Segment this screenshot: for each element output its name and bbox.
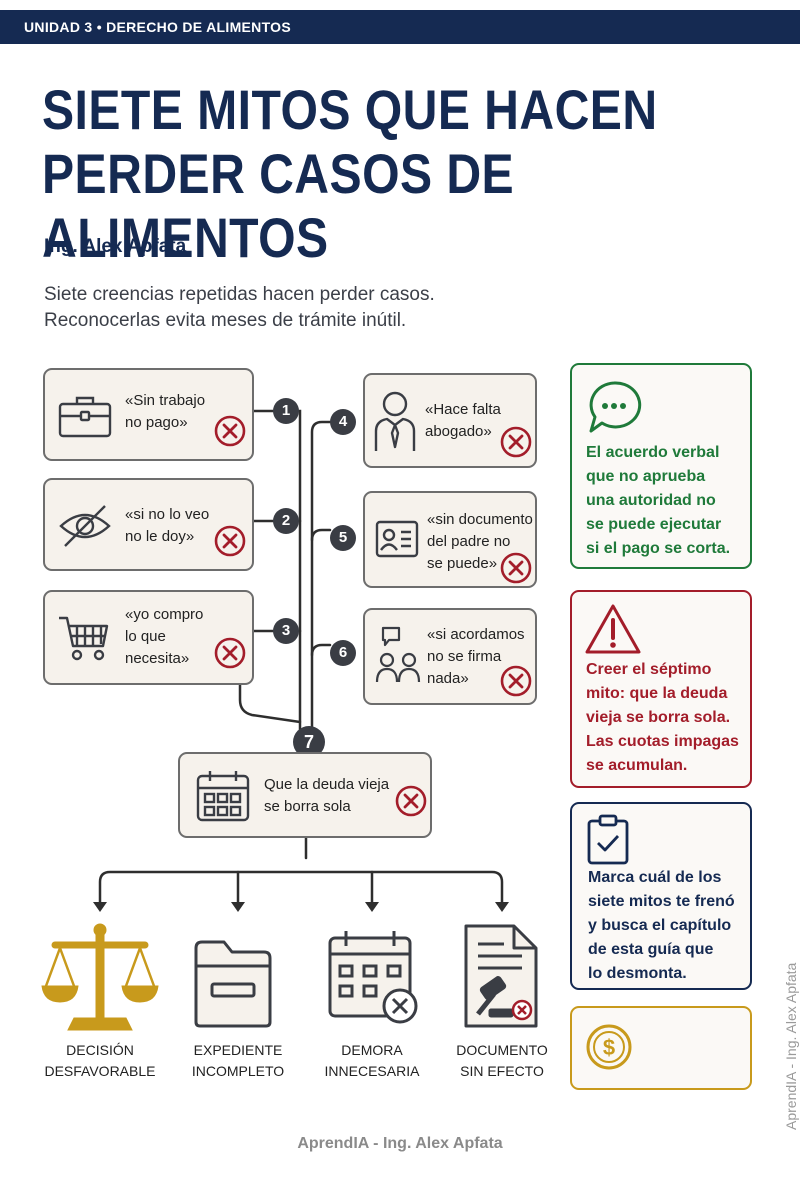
scales-icon: [41, 923, 159, 1031]
myth-text: Que la deuda vieja se borra sola: [264, 776, 390, 815]
myth-text: «yo compro lo que necesita»: [125, 606, 204, 667]
outcome-label: EXPEDIENTE INCOMPLETO: [191, 1042, 285, 1079]
id-card-icon: [375, 520, 419, 558]
myth-text: «si acordamos no se firma nada»: [427, 626, 525, 687]
calendar-x-icon: [328, 931, 418, 1024]
x-circle-icon: [214, 415, 246, 447]
vertical-watermark-credit: AprendIA - Ing. Alex Apfata: [783, 962, 799, 1130]
side-note-text: Marca cuál de los siete mitos te frenó y…: [588, 869, 735, 982]
eye-off-icon: [59, 505, 111, 547]
side-note-seventh-myth: Creer el séptimo mito: que la deuda viej…: [570, 590, 752, 788]
outcome-label: DECISIÓN DESFAVORABLE: [44, 1042, 156, 1079]
clipboard-check-icon: [587, 814, 629, 865]
intro-line-2: Reconocerlas evita meses de trámite inút…: [44, 310, 407, 331]
shopping-cart-icon: [59, 616, 109, 661]
side-note-text: El acuerdo verbal que no aprueba una aut…: [586, 444, 731, 557]
folder-icon: [194, 940, 272, 1028]
title-line-2: PERDER CASOS DE ALIMENTOS: [42, 142, 515, 269]
outcome-label: DEMORA INNECESARIA: [324, 1042, 420, 1079]
outcome-label: DOCUMENTO SIN EFECTO: [456, 1042, 548, 1079]
myth-card-3: «yo compro lo que necesita»: [43, 590, 254, 685]
side-note-call-to-action: Marca cuál de los siete mitos te frenó y…: [570, 802, 752, 990]
myth-text: «Hace falta abogado»: [425, 401, 501, 440]
dollar-coin-icon: $: [586, 1024, 632, 1070]
intro-line-1: Siete creencias repetidas hacen perder c…: [44, 284, 435, 305]
title-line-1: SIETE MITOS QUE HACEN: [42, 78, 658, 141]
x-circle-icon: [500, 552, 532, 584]
document-gavel-icon: [464, 924, 538, 1028]
people-chat-icon: [375, 626, 421, 683]
x-circle-icon: [500, 665, 532, 697]
x-circle-icon: [214, 525, 246, 557]
myth-card-7: Que la deuda vieja se borra sola: [178, 752, 432, 838]
myth-card-1: «Sin trabajo no pago»: [43, 368, 254, 461]
unit-label: UNIDAD 3 • DERECHO DE ALIMENTOS: [24, 19, 292, 35]
myth-text: «Sin trabajo no pago»: [125, 392, 206, 431]
myth-number-2: 2: [273, 508, 299, 534]
side-note-verbal-agreement: El acuerdo verbal que no aprueba una aut…: [570, 363, 752, 569]
intro-text: Siete creencias repetidas hacen perder c…: [44, 282, 435, 334]
calendar-icon: [196, 771, 250, 822]
myth-card-5: «sin documento del padre no se puede»: [363, 491, 537, 588]
author-name: Ing. Alex Apfata: [44, 236, 187, 257]
myth-number-4: 4: [330, 409, 356, 435]
lawyer-icon: [374, 391, 416, 451]
x-circle-icon: [395, 785, 427, 817]
myth-number-5: 5: [330, 525, 356, 551]
myth-number-1: 1: [273, 398, 299, 424]
side-note-payment: $: [570, 1006, 752, 1090]
speech-bubble-icon: [589, 381, 642, 433]
svg-text:$: $: [603, 1035, 615, 1060]
x-circle-icon: [500, 426, 532, 458]
myth-number-3: 3: [273, 618, 299, 644]
myth-text: «si no lo veo no le doy»: [125, 506, 210, 545]
myth-card-4: «Hace falta abogado»: [363, 373, 537, 468]
unit-header-bar: UNIDAD 3 • DERECHO DE ALIMENTOS: [0, 10, 800, 44]
warning-icon: [585, 604, 641, 654]
myth-text: «sin documento del padre no se puede»: [427, 511, 533, 572]
myth-card-2: «si no lo veo no le doy»: [43, 478, 254, 571]
myth-number-6: 6: [330, 640, 356, 666]
footer-credit: AprendIA - Ing. Alex Apfata: [297, 1135, 503, 1152]
x-circle-icon: [214, 637, 246, 669]
briefcase-icon: [58, 396, 112, 438]
myth-card-6: «si acordamos no se firma nada»: [363, 608, 537, 705]
page-title: SIETE MITOS QUE HACEN PERDER CASOS DE AL…: [42, 78, 678, 270]
side-note-text: Creer el séptimo mito: que la deuda viej…: [586, 661, 739, 774]
